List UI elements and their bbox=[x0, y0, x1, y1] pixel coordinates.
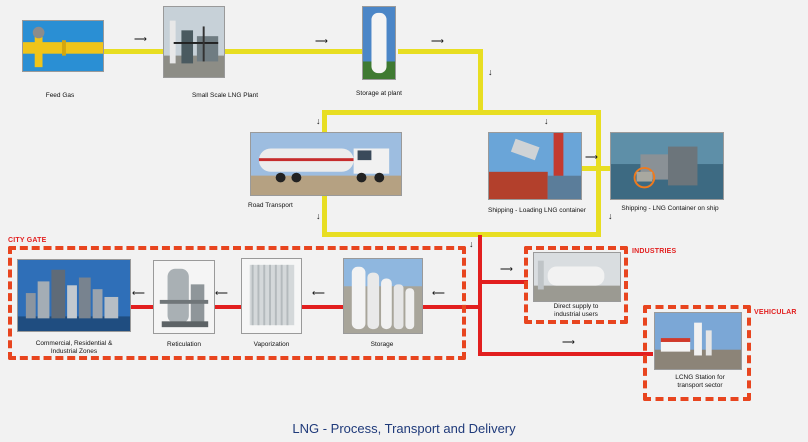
pipe-red-vaporization-reticulation bbox=[215, 305, 243, 309]
shipping-loading-label: Shipping - Loading LNG container bbox=[488, 207, 586, 214]
arrow-down-icon: ↓ bbox=[544, 116, 549, 126]
arrow-right-icon: ⟶ bbox=[134, 34, 147, 44]
industries-region bbox=[524, 246, 628, 324]
arrow-left-icon: ⟵ bbox=[432, 288, 445, 298]
pipe-plant-to-storage bbox=[225, 49, 365, 54]
arrow-down-icon: ↓ bbox=[608, 211, 613, 221]
road-transport-image bbox=[250, 132, 402, 196]
pipe-red-to-storage bbox=[420, 305, 480, 309]
pipe-red-storage-vaporization bbox=[302, 305, 347, 309]
arrow-down-icon: ↓ bbox=[316, 211, 321, 221]
direct-supply-label: Direct supply to industrial users bbox=[553, 303, 599, 319]
feed-gas-image bbox=[22, 20, 104, 72]
storage-image bbox=[343, 258, 423, 334]
arrow-left-icon: ⟵ bbox=[215, 288, 228, 298]
pipe-storage-out bbox=[398, 49, 482, 54]
pipe-bottom-collector bbox=[322, 232, 601, 237]
arrow-right-icon: ⟶ bbox=[562, 337, 575, 347]
pipe-red-reticulation-commercial bbox=[130, 305, 155, 309]
pipe-horizontal-distribution bbox=[322, 110, 600, 115]
industries-title: INDUSTRIES bbox=[632, 248, 677, 255]
arrow-left-icon: ⟵ bbox=[312, 288, 325, 298]
arrow-down-icon: ↓ bbox=[488, 67, 493, 77]
diagram-title: LNG - Process, Transport and Delivery bbox=[292, 421, 516, 436]
vaporization-image bbox=[241, 258, 302, 334]
shipping-container-image bbox=[610, 132, 724, 200]
storage-label: Storage bbox=[370, 341, 394, 348]
pipe-red-to-lcng bbox=[478, 352, 653, 356]
small-plant-image bbox=[163, 6, 225, 78]
feed-gas-label: Feed Gas bbox=[45, 92, 75, 99]
commercial-label: Commercial, Residential & Industrial Zon… bbox=[35, 340, 113, 356]
lcng-station-image bbox=[654, 312, 742, 370]
reticulation-label: Reticulation bbox=[167, 341, 201, 348]
arrow-right-icon: ⟶ bbox=[585, 152, 598, 162]
commercial-image bbox=[17, 259, 131, 332]
storage-plant-image bbox=[362, 6, 396, 80]
pipe-loading-to-ship bbox=[582, 166, 610, 171]
pipe-vertical-main bbox=[478, 49, 483, 115]
vehicular-title: VEHICULAR bbox=[754, 309, 797, 316]
shipping-container-label: Shipping - LNG Container on ship bbox=[621, 205, 719, 212]
city-gate-title: CITY GATE bbox=[8, 237, 47, 244]
pipe-feed-to-plant bbox=[100, 49, 166, 54]
small-plant-label: Small Scale LNG Plant bbox=[191, 92, 259, 99]
pipe-red-vertical bbox=[478, 235, 482, 355]
city-gate-region bbox=[8, 246, 466, 360]
road-transport-label: Road Transport bbox=[248, 202, 293, 209]
pipe-red-to-industries bbox=[478, 280, 528, 284]
vehicular-region bbox=[643, 305, 751, 401]
direct-supply-image bbox=[533, 252, 621, 302]
pipe-ship-drop bbox=[596, 110, 601, 235]
arrow-left-icon: ⟵ bbox=[132, 288, 145, 298]
arrow-right-icon: ⟶ bbox=[315, 36, 328, 46]
reticulation-image bbox=[153, 260, 215, 334]
shipping-loading-image bbox=[488, 132, 582, 200]
arrow-right-icon: ⟶ bbox=[500, 264, 513, 274]
vaporization-label: Vaporization bbox=[253, 341, 290, 348]
lcng-station-label: LCNG Station for transport sector bbox=[675, 374, 725, 390]
arrow-right-icon: ⟶ bbox=[431, 36, 444, 46]
storage-plant-label: Storage at plant bbox=[356, 90, 402, 97]
arrow-down-icon: ↓ bbox=[316, 116, 321, 126]
arrow-down-icon: ↓ bbox=[469, 239, 474, 249]
